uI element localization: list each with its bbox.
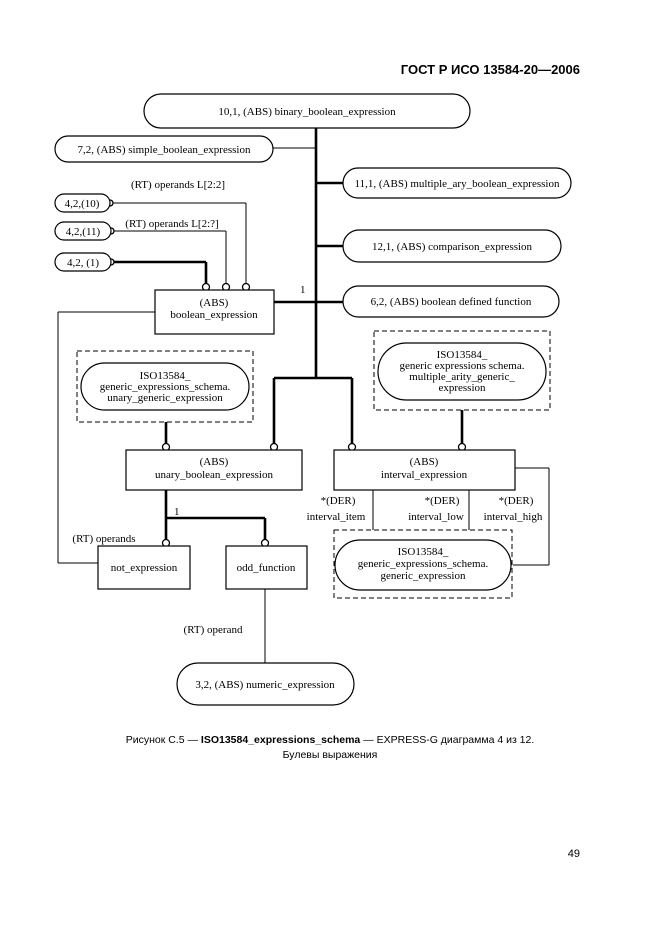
ext-generic-expression bbox=[334, 539, 512, 591]
entity-multiple-ary-boolean-expression bbox=[342, 167, 572, 199]
label-ext-generic-1: ISO13584_ bbox=[398, 546, 449, 558]
label-ext-multi-2: generic expressions schema. bbox=[400, 360, 525, 372]
external-ref-box-generic bbox=[333, 529, 513, 599]
label-operand: (RT) operand bbox=[184, 624, 243, 636]
entity-boolean-defined-function bbox=[342, 285, 560, 318]
figure-caption-line2: Булевы выражения bbox=[282, 749, 378, 761]
label-item-der: *(DER) bbox=[321, 495, 356, 507]
entity-not-expression bbox=[97, 545, 191, 590]
relationship-lines bbox=[57, 126, 550, 663]
external-ref-box-multiple-arity bbox=[373, 330, 551, 411]
label-boolean-expression-1: (ABS) bbox=[200, 297, 229, 309]
page-number: 49 bbox=[567, 848, 580, 860]
label-cardinality-2: 1 bbox=[174, 506, 180, 518]
caption-prefix: Рисунок С.5 — bbox=[125, 734, 201, 746]
entity-numeric-expression bbox=[176, 662, 355, 706]
entity-unary-boolean-expression bbox=[125, 449, 303, 491]
label-ext-unary-3: unary_generic_expression bbox=[107, 392, 223, 404]
label-ext-unary-2: generic_expressions_schema. bbox=[100, 381, 231, 393]
label-low-der: *(DER) bbox=[425, 495, 460, 507]
page-ref-4-2-10 bbox=[54, 193, 111, 213]
label-page-ref-4-2-1: 4,2, (1) bbox=[67, 257, 99, 269]
page-ref-4-2-1 bbox=[54, 252, 112, 272]
label-numeric-expression: 3,2, (ABS) numeric_expression bbox=[195, 679, 335, 691]
label-boolean-defined-function: 6,2, (ABS) boolean defined function bbox=[371, 296, 532, 308]
label-not-expression: not_expression bbox=[111, 562, 178, 574]
caption-schema: ISO13584_expressions_schema bbox=[200, 734, 361, 746]
standard-header: ГОСТ Р ИСО 13584-20—2006 bbox=[400, 62, 580, 77]
label-operands: (RT) operands bbox=[72, 533, 135, 545]
label-ext-multi-1: ISO13584_ bbox=[437, 349, 488, 361]
label-boolean-expression-2: boolean_expression bbox=[170, 309, 258, 321]
label-page-ref-4-2-10: 4,2,(10) bbox=[65, 198, 100, 210]
label-interval-item: interval_item bbox=[307, 511, 366, 523]
label-high-der: *(DER) bbox=[499, 495, 534, 507]
entity-binary-boolean-expression bbox=[143, 93, 471, 129]
label-page-ref-4-2-11: 4,2,(11) bbox=[66, 226, 101, 238]
label-multiple-ary-boolean-expression: 11,1, (ABS) multiple_ary_boolean_express… bbox=[355, 178, 560, 190]
label-interval-1: (ABS) bbox=[410, 456, 439, 468]
label-unary-boolean-1: (ABS) bbox=[200, 456, 229, 468]
entity-simple-boolean-expression bbox=[54, 135, 274, 163]
label-ext-multi-4: expression bbox=[438, 382, 486, 394]
label-ext-generic-3: generic_expression bbox=[381, 570, 466, 582]
page-ref-4-2-11 bbox=[54, 221, 112, 241]
label-simple-boolean-expression: 7,2, (ABS) simple_boolean_expression bbox=[78, 144, 251, 156]
ext-unary-generic-expression bbox=[80, 362, 250, 411]
label-operands-2-q: (RT) operands L[2:?] bbox=[125, 218, 218, 230]
label-interval-high: interval_high bbox=[484, 511, 543, 523]
figure-caption: Рисунок С.5 — ISO13584_expressions_schem… bbox=[60, 734, 600, 746]
label-unary-boolean-2: unary_boolean_expression bbox=[155, 469, 273, 481]
entity-odd-function bbox=[225, 545, 308, 590]
label-binary-boolean-expression: 10,1, (ABS) binary_boolean_expression bbox=[218, 106, 396, 118]
external-ref-box-unary-generic bbox=[76, 350, 254, 423]
label-operands-2-2: (RT) operands L[2:2] bbox=[131, 179, 225, 191]
entity-interval-expression bbox=[333, 449, 516, 491]
label-interval-low: interval_low bbox=[408, 511, 464, 523]
ext-multiple-arity-generic-expression bbox=[377, 342, 547, 401]
label-interval-2: interval_expression bbox=[381, 469, 468, 481]
label-cardinality-1: 1 bbox=[300, 284, 306, 296]
caption-suffix: — EXPRESS-G диаграмма 4 из 12. bbox=[360, 734, 535, 746]
label-ext-unary-1: ISO13584_ bbox=[140, 370, 191, 382]
label-ext-generic-2: generic_expressions_schema. bbox=[358, 558, 489, 570]
label-comparison-expression: 12,1, (ABS) comparison_expression bbox=[372, 241, 533, 253]
entity-comparison-expression bbox=[342, 229, 562, 263]
label-ext-multi-3: multiple_arity_generic_ bbox=[409, 371, 515, 383]
label-odd-function: odd_function bbox=[237, 562, 296, 574]
entity-boolean-expression bbox=[154, 289, 275, 335]
